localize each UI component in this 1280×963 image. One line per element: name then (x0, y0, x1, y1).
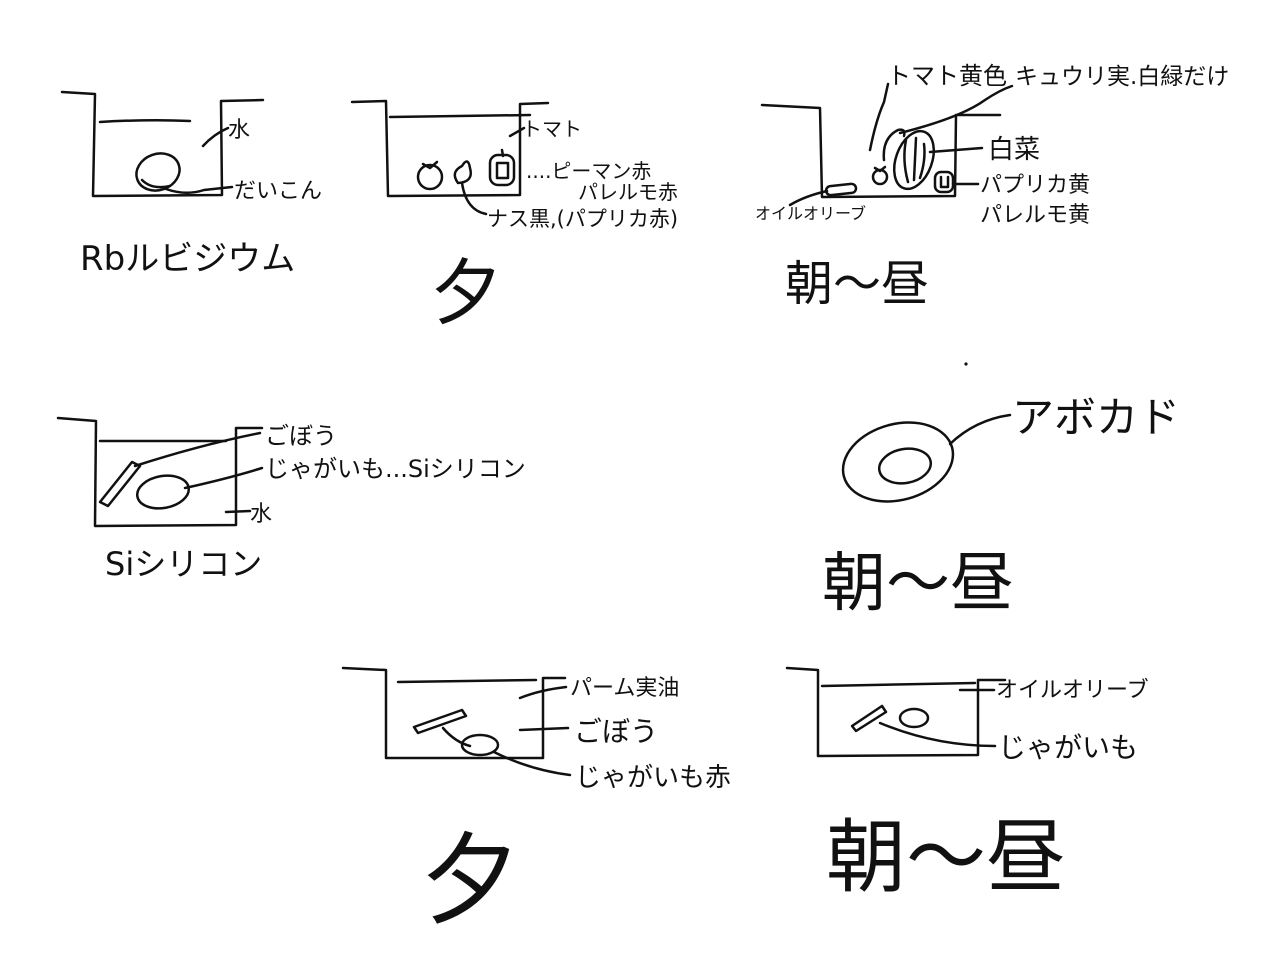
panel-caption: 朝〜昼 (822, 547, 1014, 621)
yellow-tomato-stem (873, 165, 887, 173)
olive-oil-drawing (824, 182, 858, 197)
daikon-inner-line (140, 178, 172, 189)
panel-caption: 夕 (430, 251, 502, 335)
paprika-drawing (933, 170, 955, 194)
pot-outline (785, 666, 1007, 758)
potato-label: じゃがいも (998, 731, 1138, 764)
pepper-drawing (488, 153, 516, 187)
water-line (820, 681, 977, 688)
pepper-label: ....ピーマン赤 (526, 159, 651, 183)
water-label: 水 (250, 502, 272, 527)
pot-outline (350, 99, 550, 198)
burdock-curl (441, 726, 472, 748)
tomato-label: トマト (522, 117, 582, 141)
potato-drawing (898, 707, 930, 729)
water-leader-line (224, 509, 252, 514)
potato-label: じゃがいも赤 (575, 763, 731, 793)
tomato-yellow-label: トマト黄色 (887, 62, 1007, 90)
olive-oil-label: オイルオリーブ (755, 204, 866, 223)
eggplant-drawing (453, 160, 472, 185)
burdock-label: ごぼう (574, 715, 658, 748)
palm-oil-leader-line (518, 685, 568, 700)
panel-avocado: アボカド 朝〜昼 (822, 362, 1180, 621)
pepper-inner-lines (495, 148, 510, 180)
panel-morning-1: オイルオリーブ トマト黄色 キュウリ実.白緑だけ 白菜 パプリカ黄 パレルモ黄 … (755, 62, 1229, 312)
water-label: 水 (228, 118, 250, 143)
tomato-leader-line (508, 126, 526, 138)
avocado-leader-line (948, 413, 1012, 446)
burdock-drawing (98, 460, 142, 508)
avocado-seed-drawing (877, 447, 933, 485)
panel-evening-1: トマト ....ピーマン赤 パレルモ赤 ナス黒,(パプリカ赤) 夕 (350, 99, 678, 335)
pot-outline (341, 666, 567, 760)
panel-caption: Siシリコン (105, 545, 262, 583)
potato-label: じゃがいも...Siシリコン (265, 455, 526, 483)
pot-outline (760, 103, 1002, 199)
tomato-drawing (416, 163, 444, 191)
water-line (396, 678, 538, 684)
panel-caption: Rbルビジウム (80, 239, 295, 279)
potato-drawing (135, 474, 191, 510)
burdock-drawing (412, 708, 468, 735)
water-leader-line (201, 126, 230, 148)
palm-oil-label: パーム実油 (570, 676, 679, 701)
hakusai-drawing (892, 129, 936, 191)
potato-leader-line (878, 721, 997, 748)
water-line (98, 118, 192, 124)
panel-caption: 朝〜昼 (826, 811, 1066, 904)
daikon-label: だいこん (234, 179, 322, 204)
burdock-label: ごぼう (265, 422, 337, 450)
palermo-label: パレルモ赤 (578, 180, 678, 204)
potato-drawing (460, 733, 500, 757)
water-line (388, 113, 532, 119)
hakusai-inner-lines (903, 136, 926, 184)
daikon-drawing (135, 152, 181, 192)
olive-oil-label: オイルオリーブ (996, 678, 1149, 703)
cucumber-leader-line (898, 84, 1014, 135)
panel-caption: 朝〜昼 (785, 256, 929, 312)
hakusai-leader-line (928, 146, 984, 154)
panel-morning-2: オイルオリーブ じゃがいも 朝〜昼 (785, 666, 1149, 904)
stray-dot (964, 362, 968, 366)
burdock-leader-line (133, 431, 262, 468)
potato-leader-line (492, 750, 572, 777)
panel-caption: 夕 (420, 822, 520, 939)
hakusai-label: 白菜 (988, 135, 1040, 165)
paprika-label: パプリカ黄 (980, 173, 1090, 198)
pot-outline (60, 90, 265, 198)
tomato-stem (421, 160, 439, 170)
cucumber-label: キュウリ実.白緑だけ (1015, 64, 1229, 90)
avocado-outer-drawing (841, 421, 955, 503)
burdock-leader-line (518, 726, 570, 732)
daikon-leader-line (164, 185, 234, 194)
burdock-drawing (850, 704, 888, 733)
potato-leader-line (183, 466, 264, 490)
panel-si: ごぼう じゃがいも...Siシリコン 水 Siシリコン (56, 416, 526, 583)
palermo-label: パレルモ黄 (980, 203, 1090, 228)
paprika-inner-line (939, 175, 950, 189)
pot-outline (56, 416, 264, 528)
avocado-label: アボカド (1012, 393, 1180, 442)
panel-evening-2: パーム実油 ごぼう じゃがいも赤 夕 (341, 666, 731, 939)
olive-oil-leader-line (788, 189, 829, 207)
eggplant-label: ナス黒,(パプリカ赤) (487, 207, 678, 231)
eggplant-leader-line (460, 181, 488, 216)
panel-rb: 水 だいこん Rbルビジウム (60, 90, 322, 279)
tomato-yellow-leader-line (868, 82, 890, 152)
